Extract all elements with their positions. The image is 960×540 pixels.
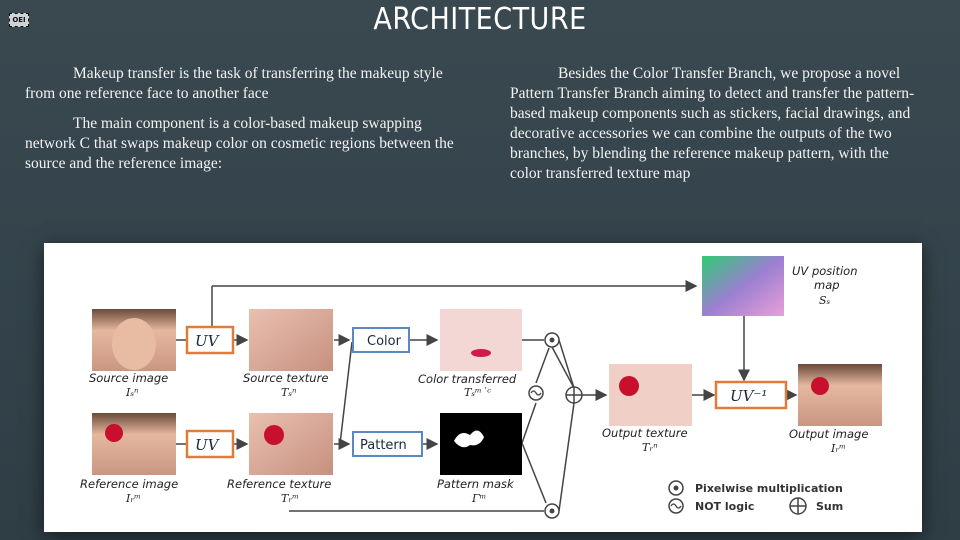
logo: OEI	[9, 13, 29, 27]
legend-mult: Pixelwise multiplication	[695, 482, 843, 495]
color-box	[352, 327, 410, 353]
reference-image-symbol: Iᵣᵐ	[125, 492, 141, 505]
legend-not: NOT logic	[695, 500, 754, 513]
output-image	[798, 364, 882, 426]
reference-texture-label: Reference texture	[227, 477, 331, 491]
output-image-label: Output image	[789, 427, 868, 441]
architecture-diagram: UV position map Sₛ Source image Iₛⁿ UV U…	[44, 243, 922, 532]
right-text-column: Besides the Color Transfer Branch, we pr…	[510, 64, 922, 194]
output-texture-image	[609, 364, 692, 426]
left-text-column: Makeup transfer is the task of transferr…	[25, 64, 457, 184]
uv-position-map-image	[702, 256, 784, 316]
source-image-symbol: Iₛⁿ	[125, 386, 139, 399]
output-texture-label: Output texture	[602, 426, 688, 440]
color-box-label: Color	[367, 334, 402, 349]
page-title: ARCHITECTURE	[373, 2, 587, 37]
uv-box-bottom-label: UV	[195, 436, 221, 454]
color-transferred-image	[440, 309, 522, 371]
source-texture-symbol: Tₛⁿ	[281, 386, 297, 399]
left-paragraph-1: Makeup transfer is the task of transferr…	[25, 65, 443, 102]
source-texture-label: Source texture	[243, 371, 328, 385]
pattern-box	[352, 431, 423, 457]
legend: Pixelwise multiplication NOT logic Sum	[668, 480, 843, 515]
uv-inverse-label: UV⁻¹	[730, 387, 767, 405]
source-image-label: Source image	[89, 371, 168, 385]
reference-texture-symbol: Tᵣᵐ	[281, 492, 299, 505]
reference-image-label: Reference image	[80, 477, 178, 491]
uv-box-top	[185, 325, 235, 355]
source-texture-image	[249, 309, 333, 371]
legend-sum: Sum	[816, 500, 843, 513]
output-image-symbol: Iᵣᵐ	[830, 442, 846, 455]
uv-box-bottom	[185, 429, 235, 459]
uv-map-label-2: map	[814, 278, 840, 292]
pattern-mask-symbol: Γᵐ	[471, 492, 486, 505]
uv-map-label-1: UV position	[792, 264, 858, 278]
reference-image	[92, 413, 176, 475]
right-paragraph-1: Besides the Color Transfer Branch, we pr…	[510, 65, 915, 182]
uv-map-symbol: Sₛ	[819, 294, 831, 307]
output-texture-symbol: Tᵣⁿ	[642, 441, 658, 454]
reference-texture-image	[249, 413, 333, 475]
left-paragraph-2: The main component is a color-based make…	[25, 115, 454, 172]
color-transferred-label: Color transferred	[418, 372, 517, 386]
uv-box-top-label: UV	[195, 332, 221, 350]
uv-inverse-box	[714, 380, 788, 410]
pattern-box-label: Pattern	[360, 438, 407, 453]
color-transferred-symbol: Tₛᵐ˙ᶜ	[464, 386, 491, 399]
pattern-mask-label: Pattern mask	[437, 477, 515, 491]
pattern-mask-image	[440, 413, 522, 475]
